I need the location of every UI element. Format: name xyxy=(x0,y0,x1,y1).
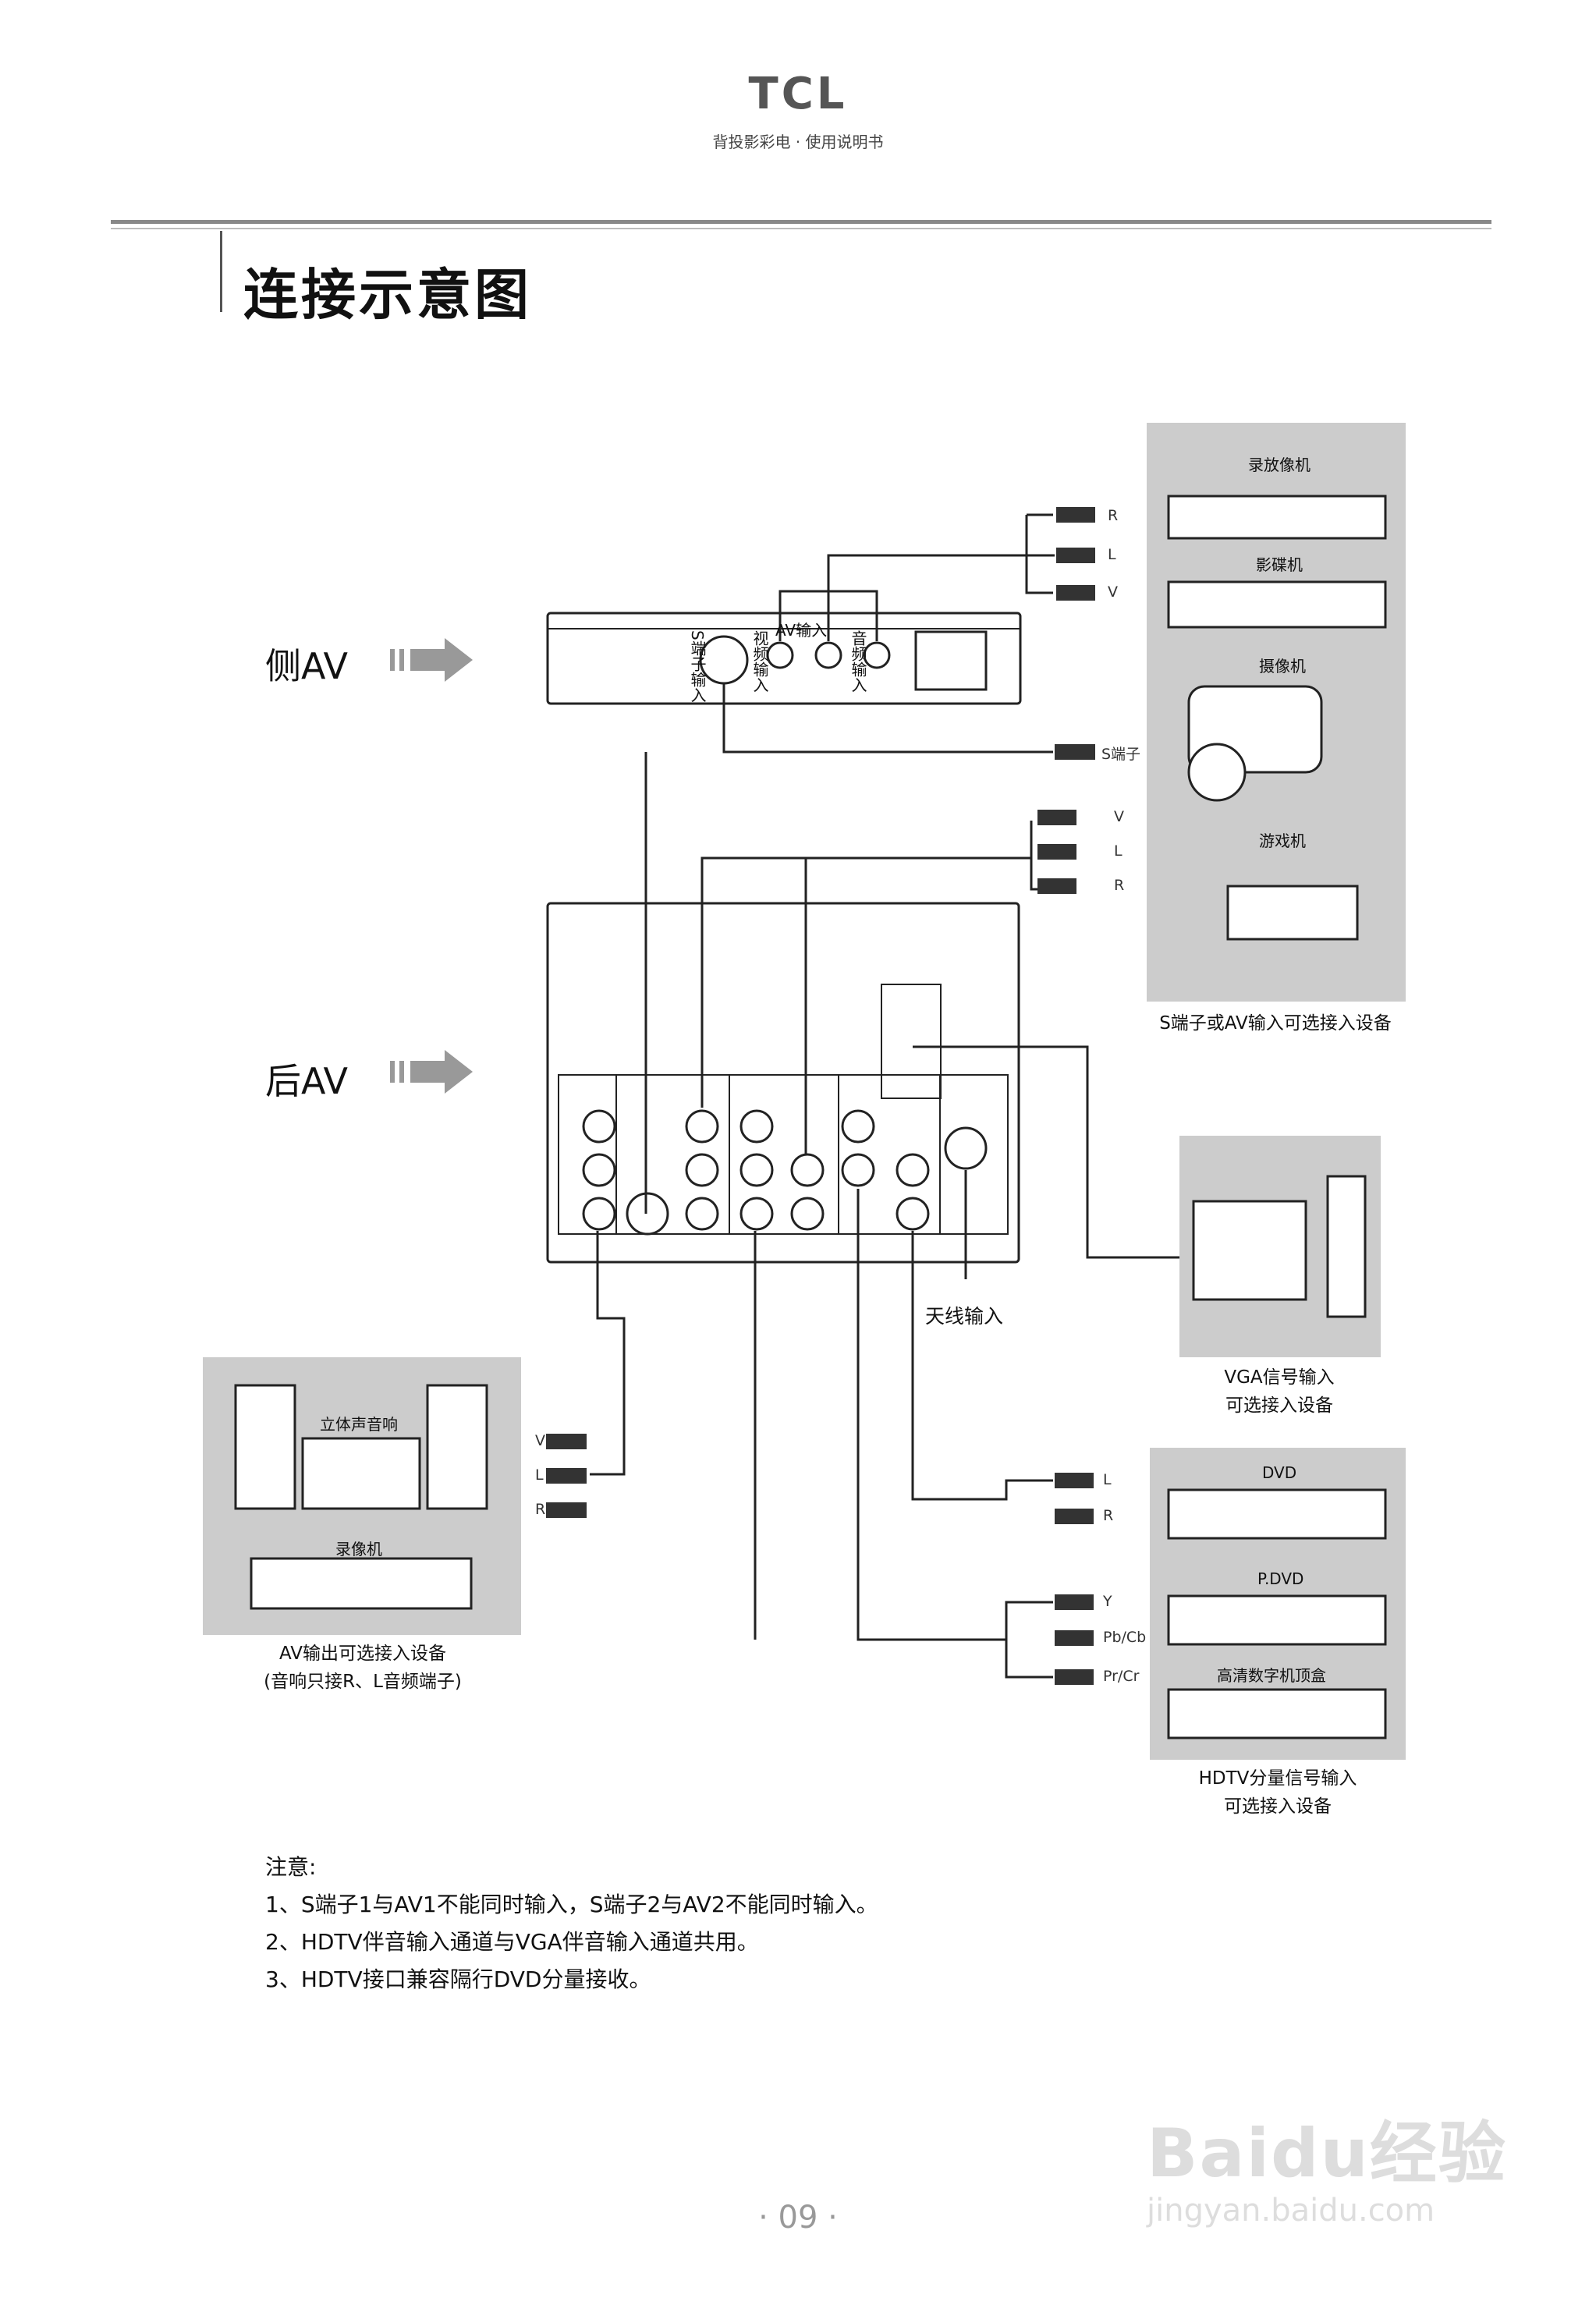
rear-panel xyxy=(546,902,1020,1264)
side-cable-v: V xyxy=(1108,583,1118,601)
rear-av-label: 后AV xyxy=(265,1060,348,1102)
avout-cable-l: L xyxy=(535,1466,544,1484)
rear-cable-v: V xyxy=(1114,808,1124,825)
hdtv-video-y: Y xyxy=(1103,1593,1112,1610)
hdtv-video-pr: Pr/Cr xyxy=(1103,1668,1140,1685)
hdtv-video-pb: Pb/Cb xyxy=(1103,1629,1147,1646)
header-rule-thin xyxy=(111,228,1491,229)
av-out-caption-1: AV输出可选接入设备 xyxy=(279,1644,446,1664)
header-subtitle: 背投影彩电 · 使用说明书 xyxy=(712,133,884,151)
video-input-label: 视频输入 xyxy=(750,630,769,693)
brand-logo: TCL xyxy=(748,69,848,119)
side-panel xyxy=(546,612,1022,705)
hdtv-caption-2: 可选接入设备 xyxy=(1224,1796,1332,1817)
device-camcorder-label: 摄像机 xyxy=(1259,657,1306,676)
page-title: 连接示意图 xyxy=(243,263,532,327)
device-dvd-label: DVD xyxy=(1262,1463,1297,1482)
rear-av-arrow-icon xyxy=(390,1050,473,1094)
vga-caption-1: VGA信号输入 xyxy=(1224,1367,1335,1388)
vga-caption-2: 可选接入设备 xyxy=(1225,1395,1333,1416)
note-item: 1、S端子1与AV1不能同时输入，S端子2与AV2不能同时输入。 xyxy=(265,1892,878,1917)
audio-input-label: 音频输入 xyxy=(849,630,867,693)
avout-cable-v: V xyxy=(535,1432,545,1449)
hdtv-audio-r: R xyxy=(1103,1507,1114,1524)
av-input-label: AV输入 xyxy=(775,621,828,640)
note-item: 2、HDTV伴音输入通道与VGA伴音输入通道共用。 xyxy=(265,1929,759,1955)
device-stereo-label: 立体声音响 xyxy=(320,1415,398,1434)
av-out-caption-2: (音响只接R、L音频端子) xyxy=(264,1672,462,1692)
device-console-label: 游戏机 xyxy=(1259,832,1306,850)
s-video-input-label: S端子输入 xyxy=(688,630,707,703)
side-av-label: 侧AV xyxy=(265,645,348,687)
avout-cable-r: R xyxy=(535,1501,546,1518)
hdtv-caption-1: HDTV分量信号输入 xyxy=(1198,1768,1357,1789)
title-bar xyxy=(220,231,222,312)
device-stb-label: 高清数字机顶盒 xyxy=(1217,1666,1326,1685)
side-cable-r: R xyxy=(1108,507,1119,524)
device-recorder-label: 录像机 xyxy=(335,1540,382,1559)
header-rule xyxy=(111,220,1491,224)
side-cable-s: S端子 xyxy=(1101,746,1141,763)
rear-cable-r: R xyxy=(1114,877,1125,894)
antenna-input-label: 天线输入 xyxy=(925,1305,1004,1328)
notes-section: 注意: 1、S端子1与AV1不能同时输入，S端子2与AV2不能同时输入。 2、H… xyxy=(265,1849,878,1998)
page-number: · 09 · xyxy=(758,2200,838,2236)
rear-cable-l: L xyxy=(1114,842,1123,860)
baidu-watermark: Baidu经验 jingyan.baidu.com xyxy=(1147,2098,1507,2229)
av-input-caption: S端子或AV输入可选接入设备 xyxy=(1159,1013,1392,1034)
watermark-main: Baidu经验 xyxy=(1147,2115,1507,2193)
device-pdvd-label: P.DVD xyxy=(1257,1569,1304,1588)
side-cable-l: L xyxy=(1108,546,1116,563)
device-disc-label: 影碟机 xyxy=(1256,555,1303,574)
hdtv-audio-l: L xyxy=(1103,1471,1112,1488)
watermark-url: jingyan.baidu.com xyxy=(1147,2193,1435,2229)
device-vcr-label: 录放像机 xyxy=(1248,456,1310,474)
side-av-arrow-icon xyxy=(390,638,473,682)
notes-heading: 注意: xyxy=(265,1854,317,1880)
note-item: 3、HDTV接口兼容隔行DVD分量接收。 xyxy=(265,1966,651,1992)
